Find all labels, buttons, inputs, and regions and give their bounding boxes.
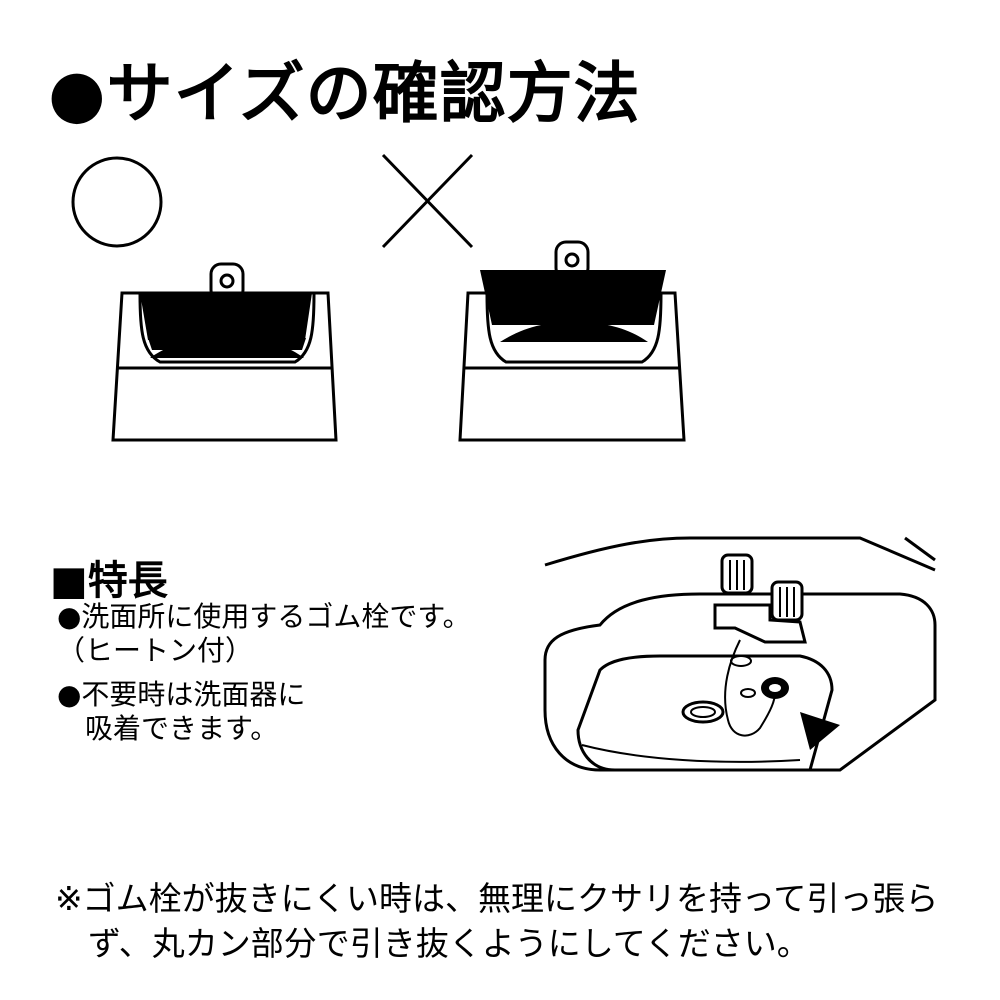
features-heading: ■特長 (50, 558, 168, 604)
feature-line: 吸着できます。 (57, 712, 279, 745)
wrong-fit-illustration (458, 240, 686, 442)
feature-line: ●洗面所に使用するゴム栓です。 (57, 600, 471, 633)
correct-fit-illustration (111, 262, 338, 442)
usage-note: ※ゴム栓が抜きにくい時は、無理にクサリを持って引っ張ら ず、丸カン部分で引き抜く… (55, 876, 938, 966)
note-line: ず、丸カン部分で引き抜くようにしてください。 (55, 924, 810, 963)
feature-item-usage: ●洗面所に使用するゴム栓です。 （ヒートン付） (57, 600, 471, 668)
sink-illustration (543, 536, 937, 772)
feature-line: （ヒートン付） (57, 634, 254, 667)
feature-line: ●不要時は洗面器に (57, 678, 306, 711)
circle-mark-icon (71, 156, 163, 248)
page-title: ●サイズの確認方法 (48, 55, 641, 132)
feature-item-storage: ●不要時は洗面器に 吸着できます。 (57, 678, 305, 746)
note-line: ※ゴム栓が抜きにくい時は、無理にクサリを持って引っ張ら (55, 879, 939, 918)
cross-mark-icon (381, 153, 474, 249)
